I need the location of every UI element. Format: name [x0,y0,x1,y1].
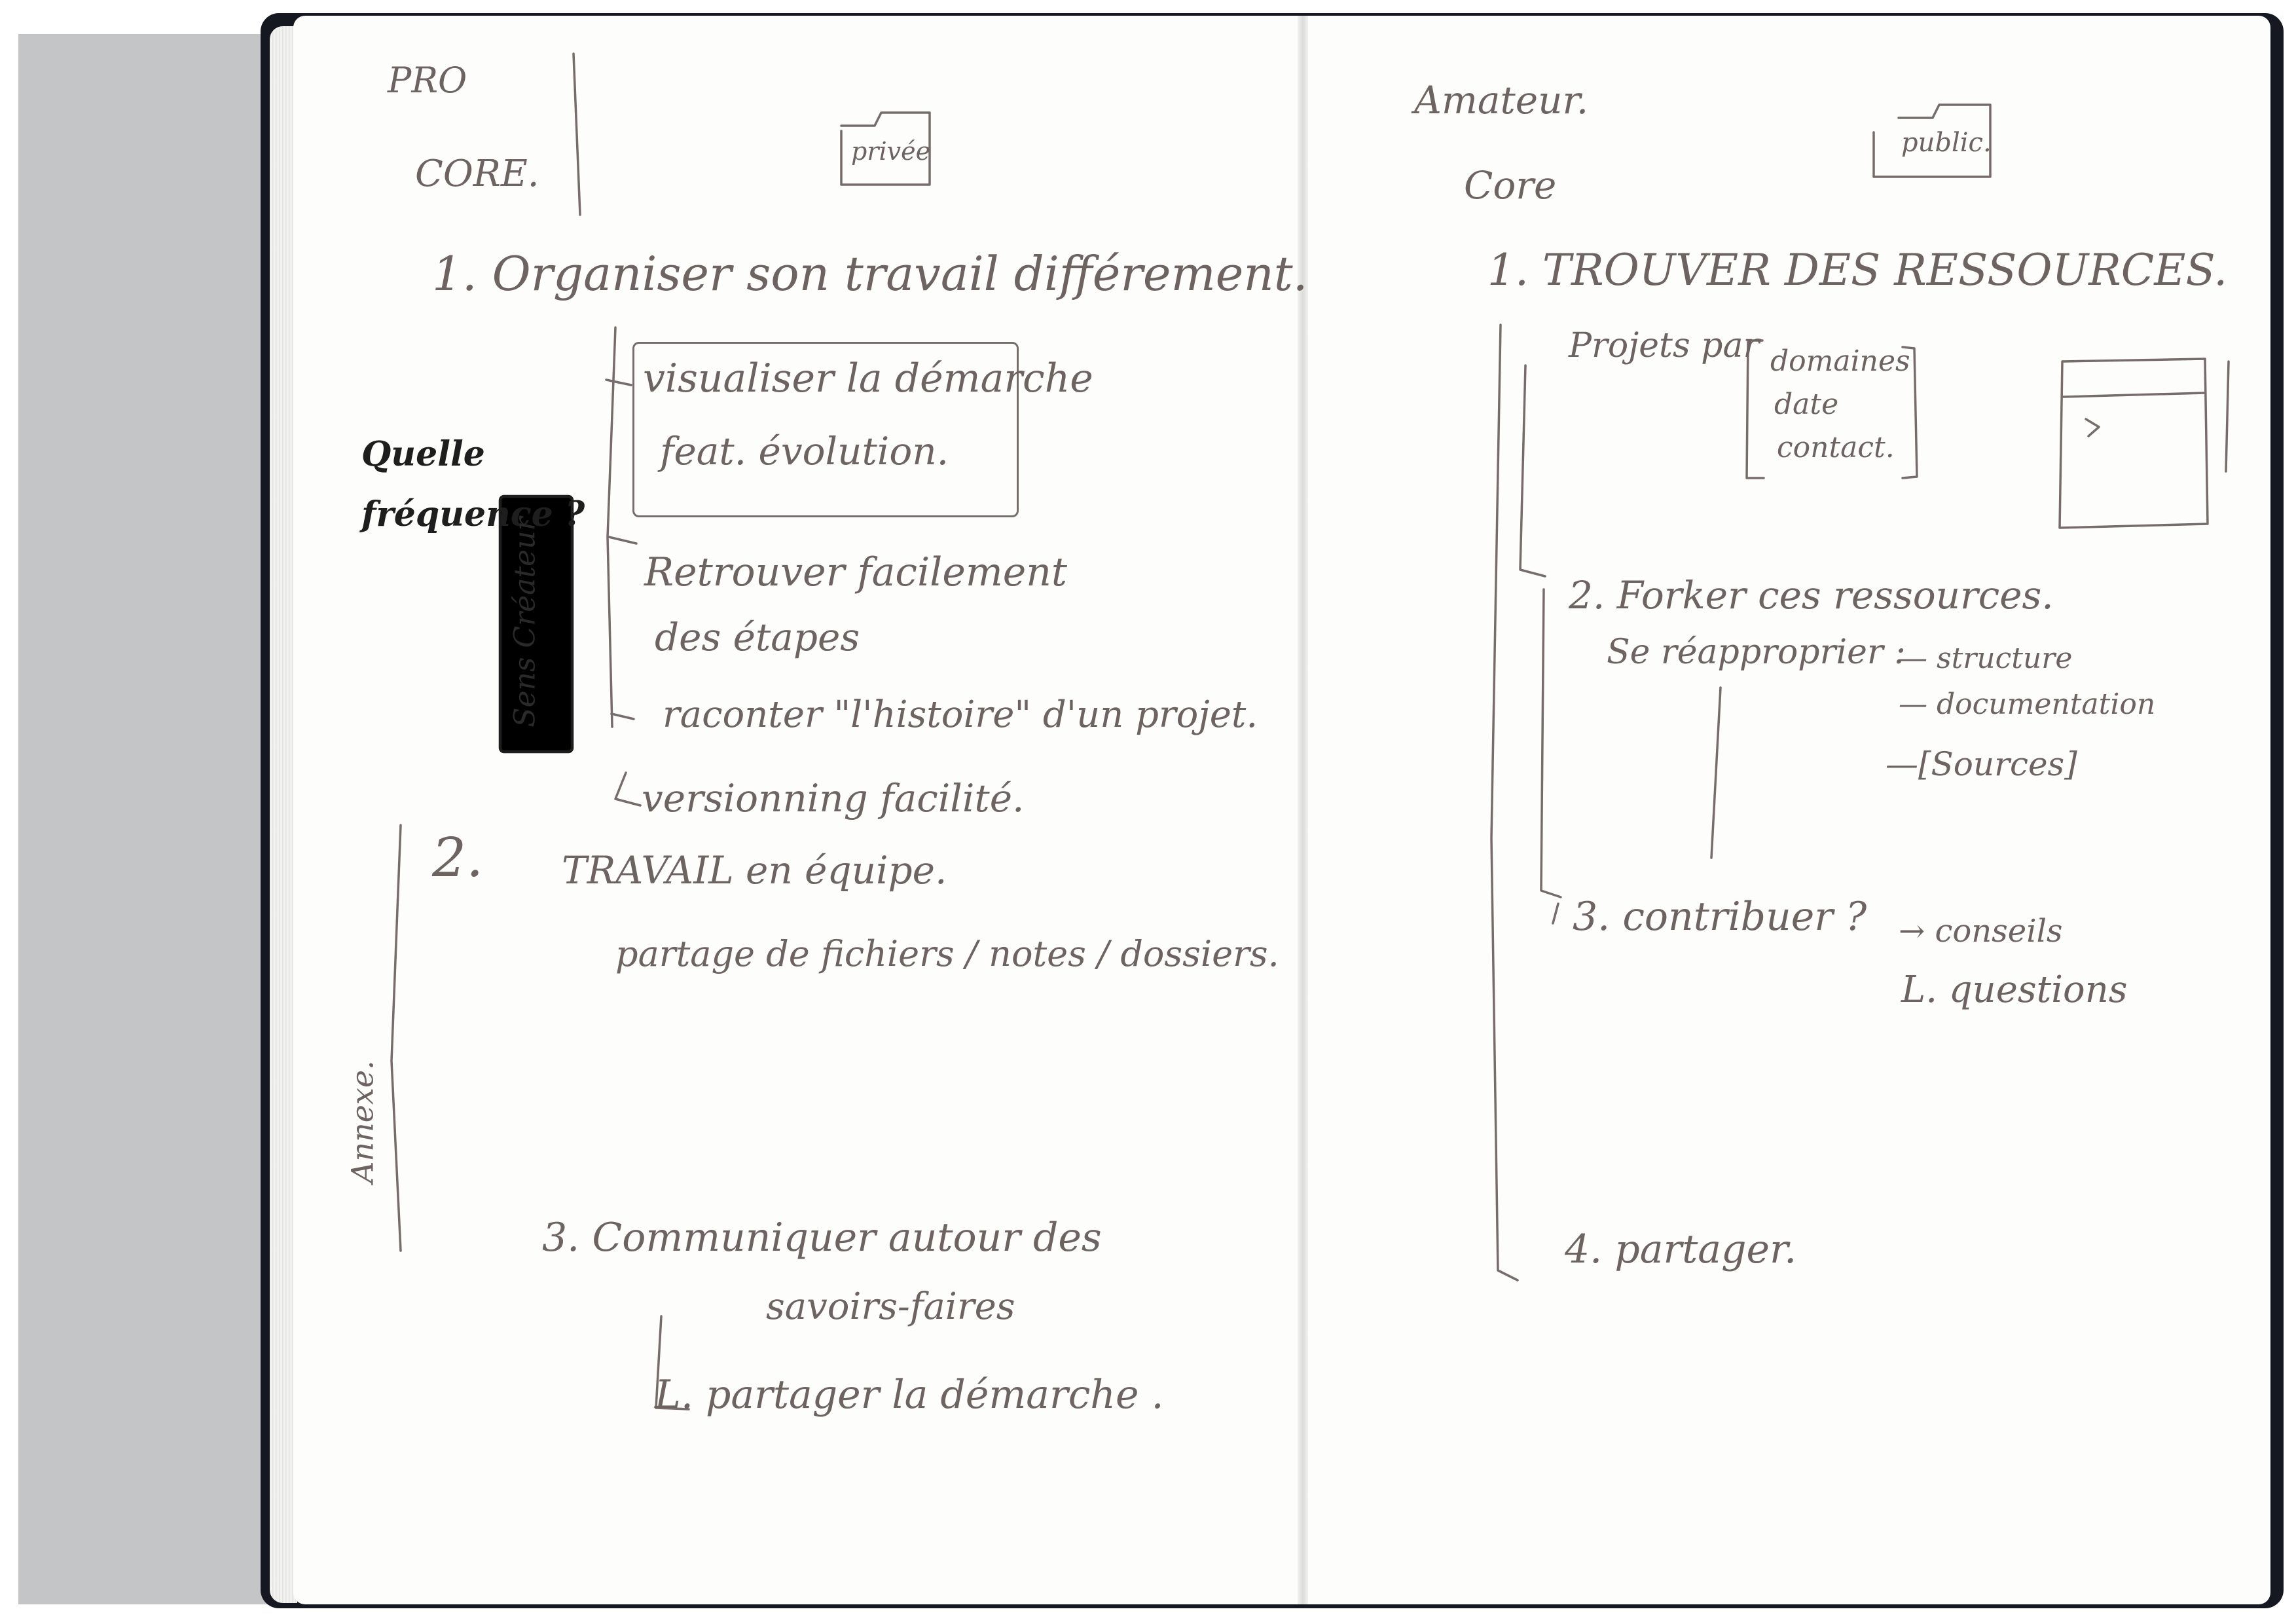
right-section3-title: 3. contribuer ? [1573,894,1867,940]
left-section2-subtitle: partage de fichiers / notes / dossiers. [615,933,1279,974]
right-page [1304,16,2270,1604]
right-item-sources: —[Sources] [1886,745,2077,783]
left-item1-line2: feat. évolution. [660,429,949,473]
margin-box-label: Sens Créateur [508,517,542,728]
left-header-core: CORE. [415,153,539,195]
margin-question-line2: fréquence ? [361,494,585,534]
left-section3-line2: savoirs-faires [766,1285,1015,1328]
left-item4: versionning facilité. [642,776,1025,821]
right-criteria-date: date [1774,388,1839,421]
left-item2-line2: des étapes [655,615,860,659]
right-item-structure: — structure [1899,642,2073,675]
right-section2-title: 2. Forker ces ressources. [1569,573,2054,618]
right-header-core: Core [1464,163,1557,208]
right-projects-by: Projets par [1569,326,1760,365]
desk-background [18,34,280,1604]
right-item-conseils: → conseils [1899,913,2063,950]
left-annexe: Annexe. [344,1060,380,1183]
right-item-documentation: — documentation [1899,688,2156,721]
left-item2-line1: Retrouver facilement [644,549,1068,595]
right-section4-title: 4. partager. [1565,1227,1797,1272]
right-criteria-domains: domaines [1770,344,1910,378]
left-page [293,16,1302,1604]
left-tag-private: privée [851,137,931,166]
margin-question-line1: Quelle [361,434,485,474]
right-section1-title: 1. TROUVER DES RESSOURCES. [1487,245,2228,295]
left-section3-line1: 3. Communiquer autour des [542,1215,1102,1261]
right-criteria-contact: contact. [1777,431,1895,464]
left-section1-title: 1. Organiser son travail différement. [432,246,1308,301]
right-reappropriate: Se réapproprier : [1607,633,1906,672]
left-header-pro: PRO [388,60,467,101]
right-item-questions: L. questions [1901,969,2128,1011]
left-section3-item: L. partager la démarche . [655,1372,1164,1418]
right-header-amateur: Amateur. [1414,78,1589,122]
left-item1-line1: visualiser la démarche [643,356,1093,401]
left-item1-box [632,342,1019,517]
left-item3: raconter "l'histoire" d'un projet. [663,693,1258,736]
left-section2-title: TRAVAIL en équipe. [562,848,947,893]
right-tag-public: public. [1901,128,1992,158]
left-section2-number: 2. [432,827,484,889]
notebook-gutter [1298,16,1308,1604]
page-edges [270,26,297,1603]
